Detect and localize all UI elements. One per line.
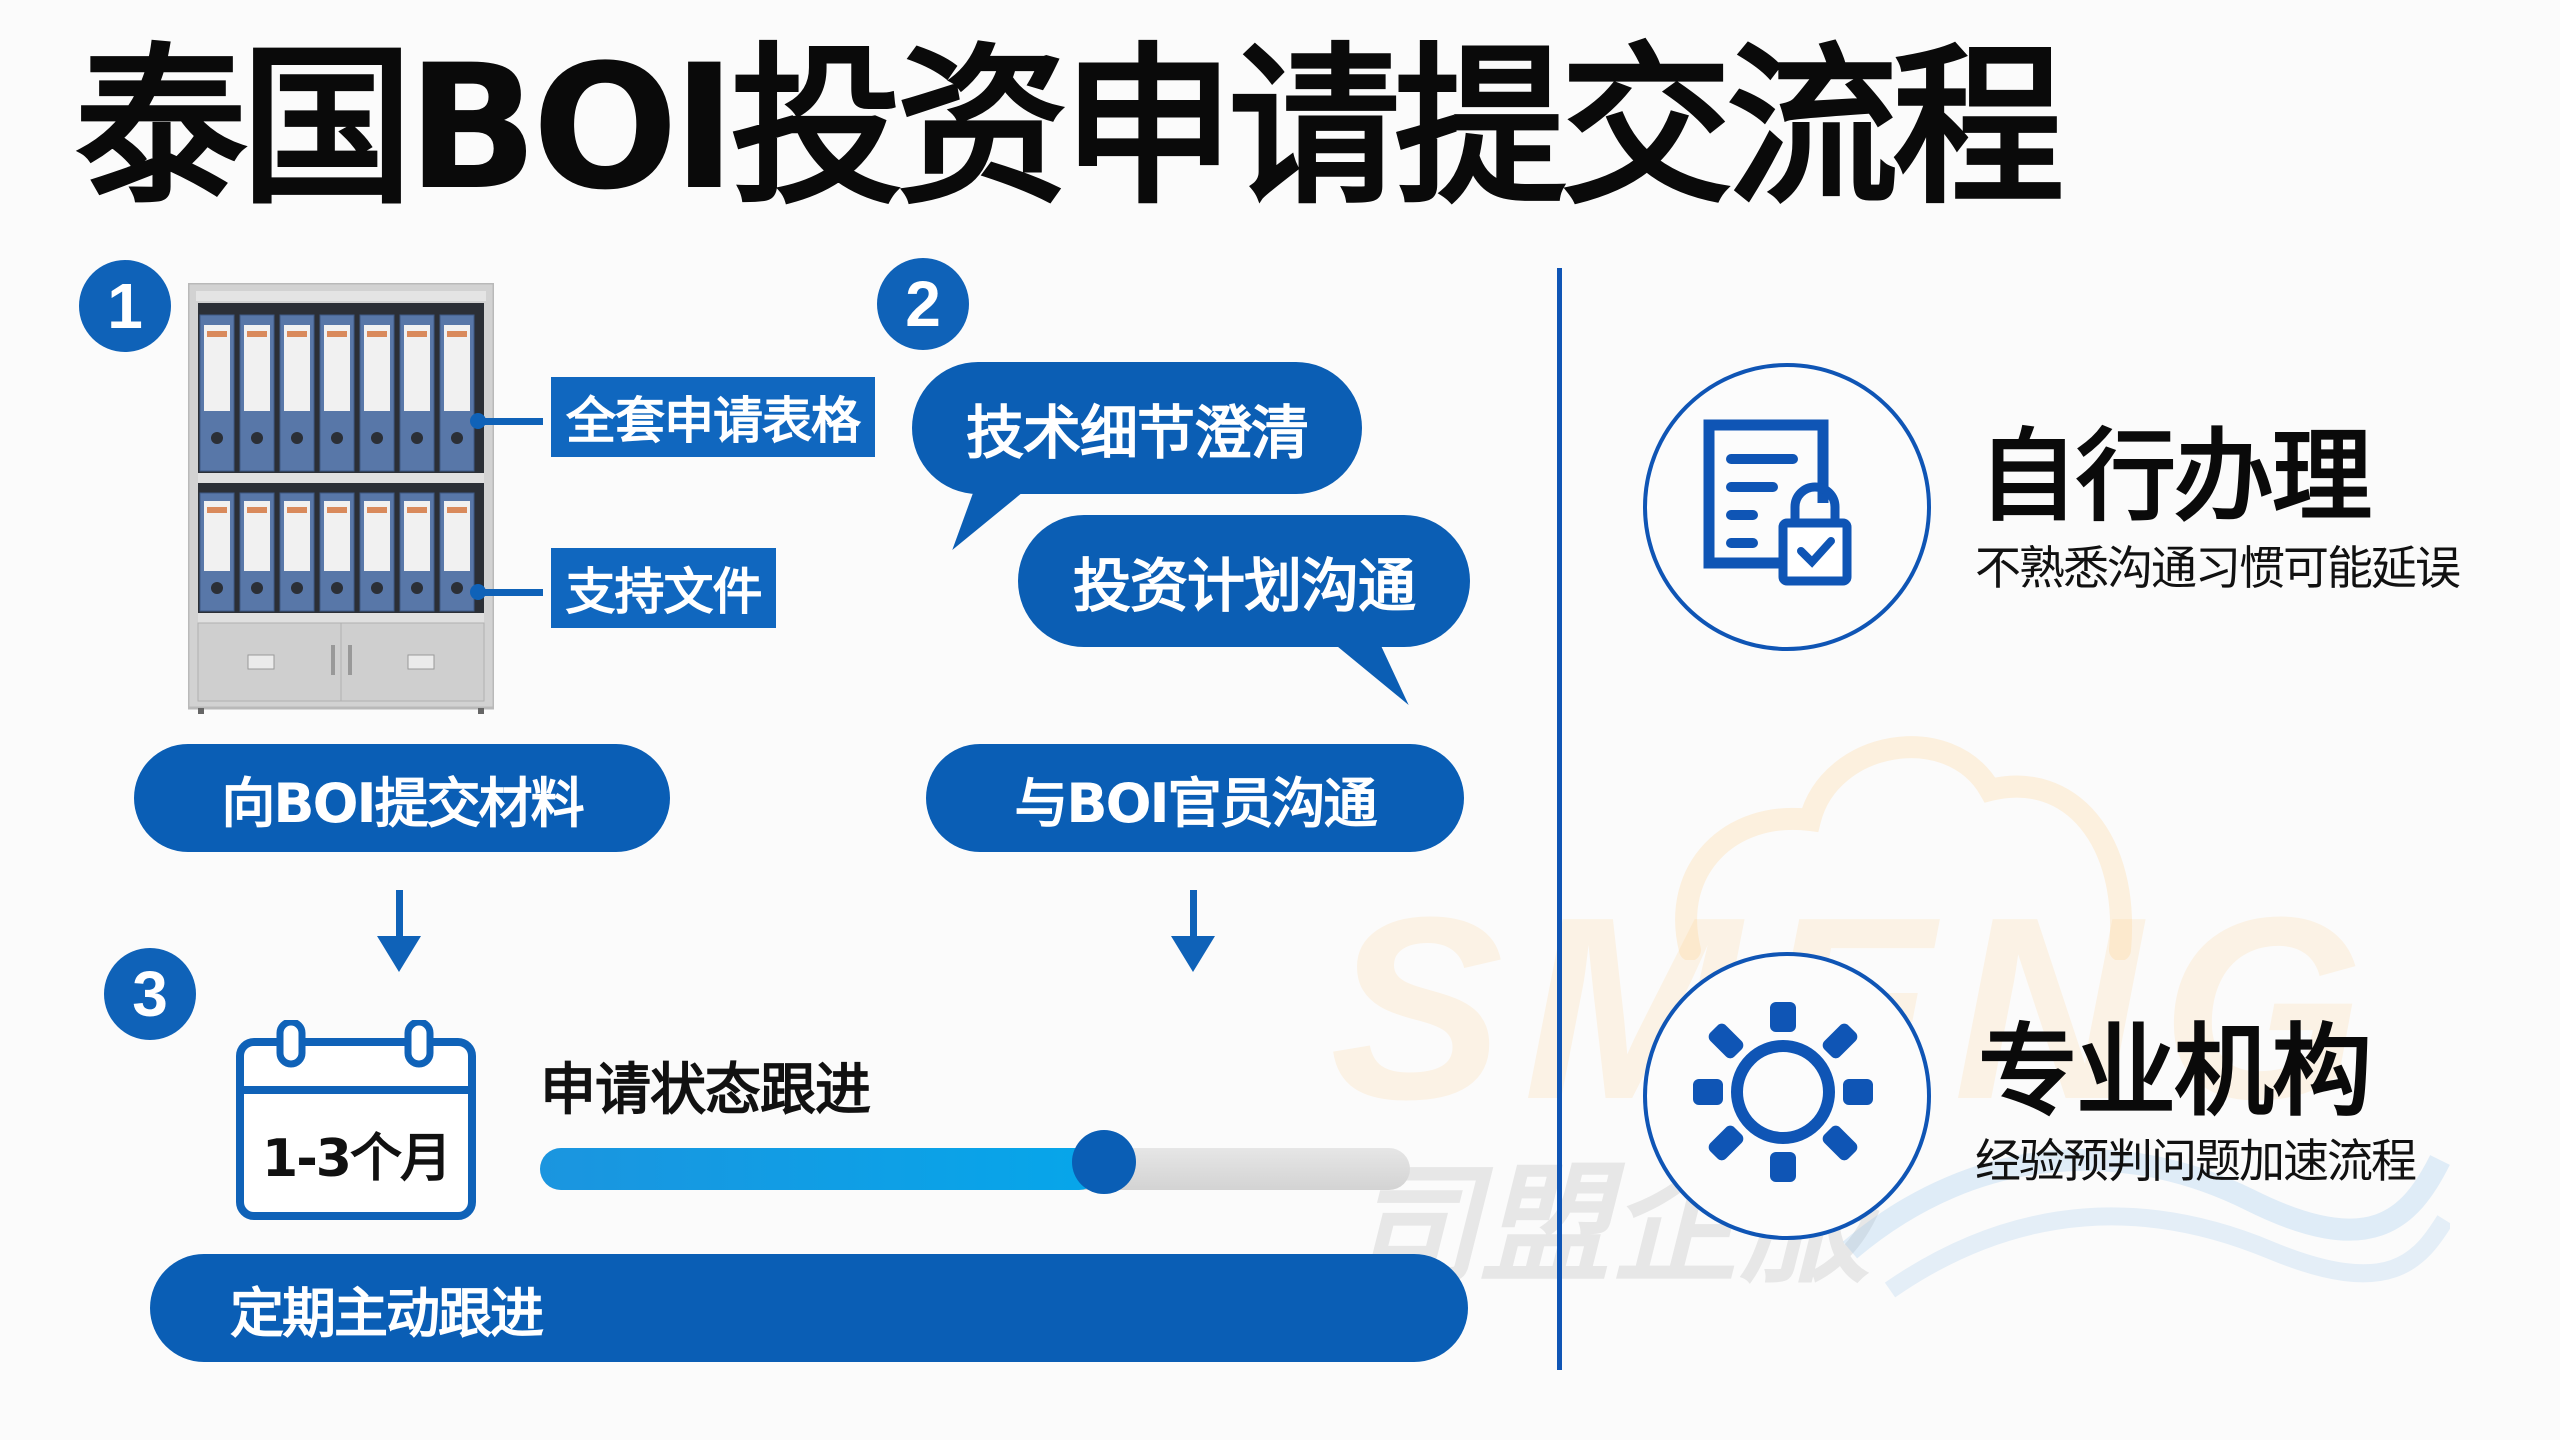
- tech-details-bubble: 技术细节澄清: [912, 362, 1362, 494]
- document-lock-icon: [1703, 419, 1852, 586]
- file-cabinet-icon: [186, 281, 496, 715]
- regular-followup-bar: 定期主动跟进: [150, 1254, 1468, 1362]
- status-tracking-label: 申请状态跟进: [540, 1058, 871, 1123]
- duration-text: 1-3个月: [262, 1129, 452, 1189]
- connector-line: [478, 418, 543, 425]
- supporting-docs-label: 支持文件: [551, 548, 776, 628]
- submit-materials-button[interactable]: 向BOI提交材料: [134, 744, 670, 852]
- vertical-divider: [1557, 268, 1562, 1370]
- arrow-down-icon: [1171, 890, 1215, 972]
- connector-line: [478, 589, 543, 596]
- step-2-badge: 2: [877, 258, 969, 350]
- calendar-icon: 1-3个月: [236, 1018, 476, 1220]
- option-2-description: 经验预判问题加速流程: [1975, 1134, 2417, 1188]
- progress-fill: [540, 1148, 1100, 1190]
- cloud-watermark-icon: [1675, 736, 2133, 960]
- communicate-officials-button[interactable]: 与BOI官员沟通: [926, 744, 1464, 852]
- progress-bar: [540, 1130, 1410, 1194]
- step-3-badge: 3: [104, 948, 196, 1040]
- wave-watermark-icon: [1842, 1148, 2450, 1298]
- option-1-description: 不熟悉沟通习惯可能延误: [1975, 541, 2461, 595]
- option-1-icon-circle: [1643, 363, 1931, 651]
- progress-handle[interactable]: [1072, 1130, 1136, 1194]
- page-title: 泰国BOI投资申请提交流程: [75, 27, 2064, 228]
- application-forms-label: 全套申请表格: [551, 377, 875, 457]
- option-2-icon-circle: [1643, 952, 1931, 1240]
- option-1-title: 自行办理: [1978, 418, 2372, 535]
- step-1-badge: 1: [79, 260, 171, 352]
- option-2-title: 专业机构: [1978, 1013, 2372, 1130]
- gear-settings-icon: [1693, 1002, 1873, 1182]
- arrow-down-icon: [377, 890, 421, 972]
- investment-plan-bubble: 投资计划沟通: [1018, 515, 1470, 647]
